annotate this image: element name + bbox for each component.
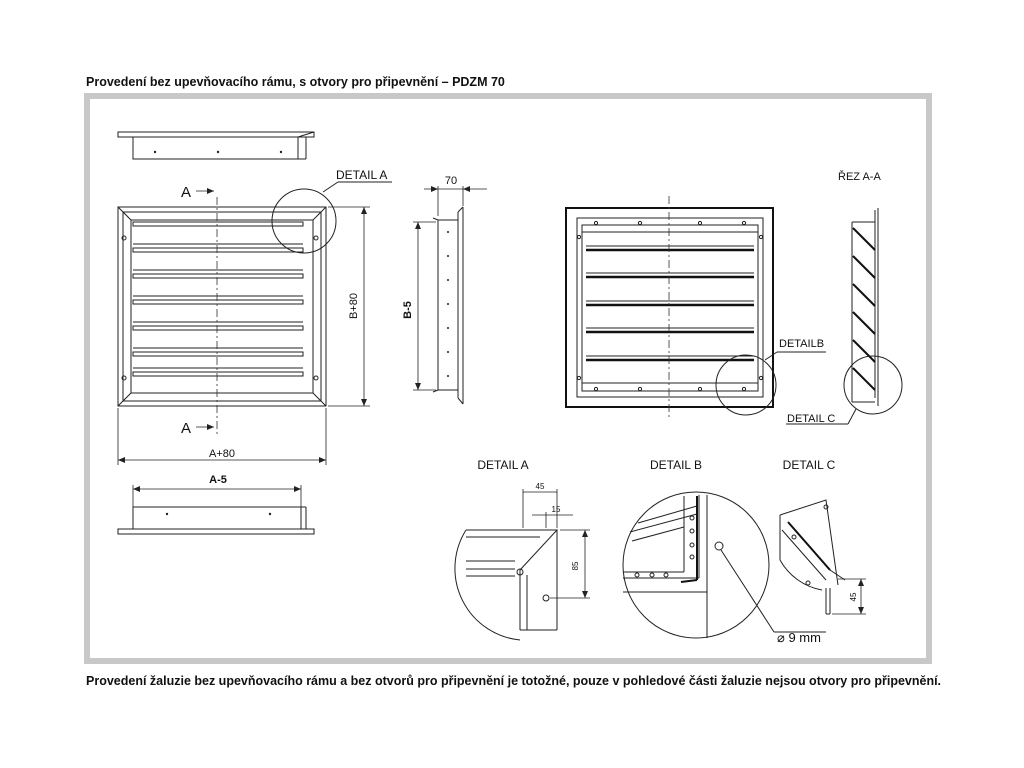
drawing-heading: Provedení bez upevňovacího rámu, s otvor…	[86, 75, 505, 89]
front-slats	[132, 221, 304, 377]
detail-a-dimension-85: 85	[571, 561, 580, 570]
detail-b-hole-diameter: ⌀ 9 mm	[777, 630, 821, 645]
detail-c-callout: DETAIL C	[787, 413, 835, 425]
dimension-height-outer: B+80	[348, 293, 360, 319]
detail-a-dimension-45: 45	[536, 482, 545, 491]
section-mark-top: A	[181, 184, 191, 201]
dimension-width-outer: A+80	[209, 448, 235, 460]
front-view	[117, 181, 392, 465]
detail-c-dimension-45: 45	[849, 592, 858, 601]
section-mark-bottom: A	[181, 420, 191, 437]
detail-a-title: DETAIL A	[477, 458, 528, 472]
top-view	[117, 131, 315, 160]
dimension-depth: 70	[445, 175, 457, 187]
detail-a-callout: DETAIL A	[336, 168, 387, 182]
side-view	[413, 186, 487, 405]
detail-c-title: DETAIL C	[783, 458, 836, 472]
section-a-a-view	[786, 208, 903, 425]
footer-note: Provedení žaluzie bez upevňovacího rámu …	[86, 674, 942, 688]
detail-b-title: DETAIL B	[650, 458, 702, 472]
detail-b-callout: DETAILB	[779, 338, 824, 350]
rear-view	[565, 196, 826, 420]
detail-b-drawing	[622, 491, 826, 639]
section-title: ŘEZ A-A	[838, 170, 881, 183]
detail-a-drawing	[454, 489, 590, 641]
bottom-view	[117, 485, 315, 535]
dimension-width-inner: A-5	[209, 474, 227, 486]
dimension-height-inner: B-5	[402, 301, 414, 319]
detail-c-drawing	[779, 499, 866, 615]
detail-a-dimension-15: 15	[552, 505, 561, 514]
